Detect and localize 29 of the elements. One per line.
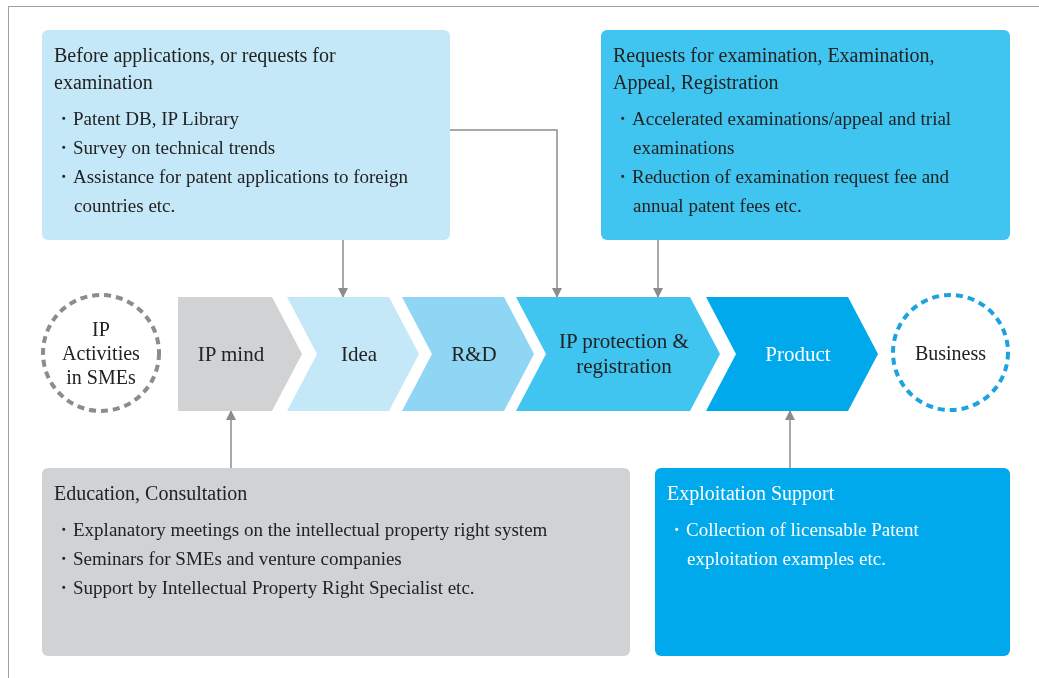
panel-heading: Education, Consultation [54, 481, 249, 506]
panel-heading: Exploitation Support [667, 481, 836, 507]
info-panel [42, 468, 630, 656]
bullet-item: ・Reduction of examination request fee and annual patent fees etc. [613, 165, 951, 218]
arrow [785, 410, 795, 469]
panel-heading: Before applications, or requests for examination [54, 43, 337, 95]
bullet-item: ・Assistance for patent applications to foreign countries etc. [54, 165, 410, 218]
step-label: Idea [340, 341, 378, 367]
bullet-item: ・Collection of licensable Patent exploitation examples etc. [667, 518, 920, 571]
circle-label: Business [914, 340, 987, 365]
info-panel [601, 30, 1010, 240]
bullet-item: ・Support by Intellectual Property Right Specialist etc. [54, 576, 476, 600]
step-label: IP protection & registration [558, 329, 690, 379]
info-panel [42, 30, 450, 240]
circle-label: IP Activities in SMEs [61, 317, 141, 389]
step-label: R&D [451, 341, 497, 367]
arrow [338, 239, 348, 298]
step-label: Product [765, 341, 831, 367]
info-panel [655, 468, 1010, 656]
bullet-item: ・Accelerated examinations/appeal and trial examinations [613, 107, 953, 160]
bullet-item: ・Seminars for SMEs and venture companies [54, 547, 403, 571]
step-label: IP mind [197, 341, 265, 367]
arrow [449, 129, 562, 298]
bullet-item: ・Explanatory meetings on the intellectual property right system [54, 518, 549, 542]
bullet-item: ・Survey on technical trends [54, 136, 277, 160]
arrow [226, 410, 236, 469]
bullet-item: ・Patent DB, IP Library [54, 107, 241, 131]
arrow [653, 239, 663, 298]
panel-heading: Requests for examination, Examination, Appeal, Registration [613, 43, 936, 96]
